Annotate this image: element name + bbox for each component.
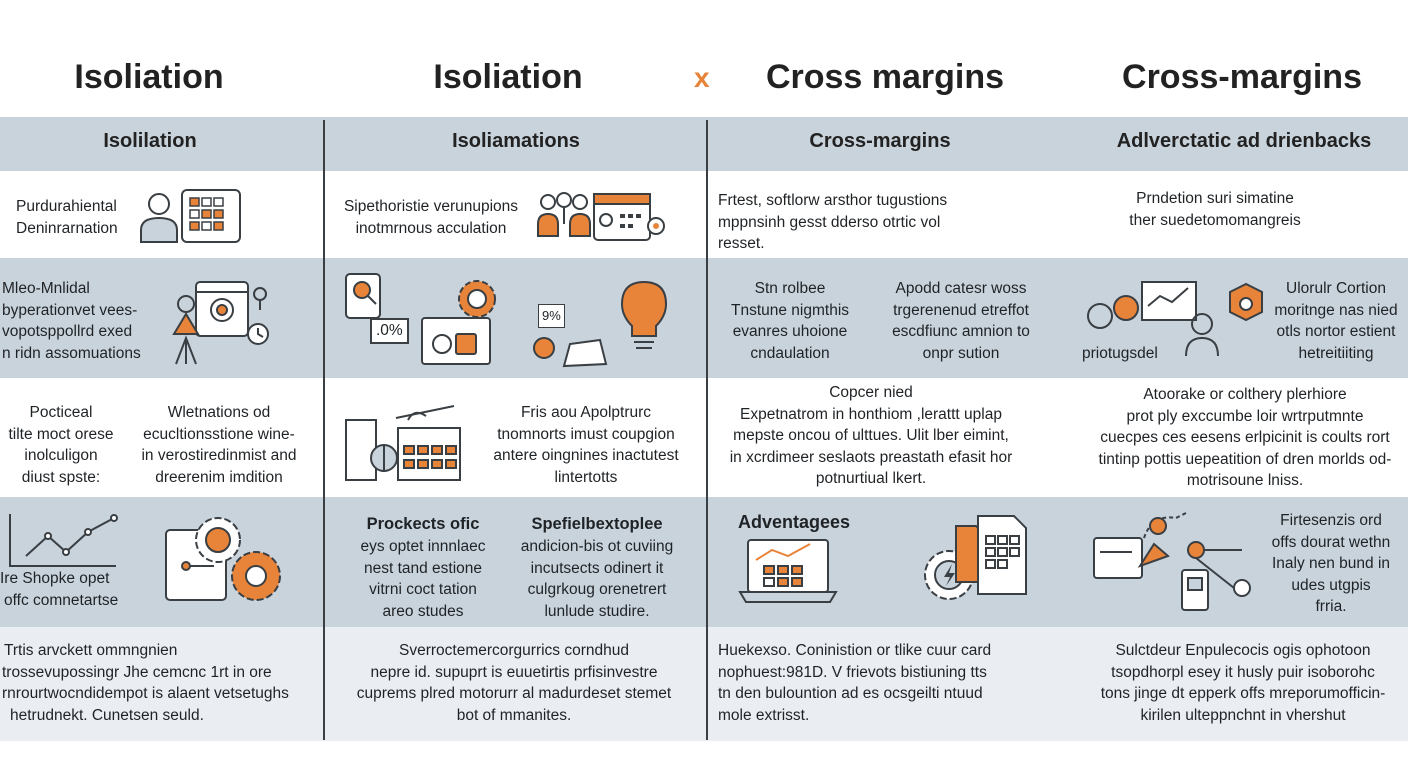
team-icon — [536, 190, 592, 242]
title-col-2: Isoliation — [433, 58, 583, 96]
calendar-magnifier-icon — [344, 402, 462, 484]
separator-x: x — [694, 62, 710, 93]
cell-r5c3: Huekexso. Coninistion or tlike cuur card… — [718, 642, 992, 724]
column-header-1: Isolilation — [103, 130, 197, 152]
cell-r4c2a-title: Prockects ofic — [366, 515, 480, 533]
column-header-3: Cross-margins — [809, 130, 951, 152]
dashboard-icon — [592, 190, 668, 246]
person-icon — [138, 190, 180, 244]
lightbulb-icon — [618, 276, 670, 356]
meeting-icon — [1082, 276, 1232, 356]
title-col-1: Isoliation — [74, 58, 224, 96]
document-grid-icon — [954, 512, 1030, 598]
cell-r4c3-title: Adventagees — [738, 512, 851, 532]
browser-target-icon — [168, 280, 278, 366]
title-col-4: Cross-margins — [1122, 58, 1362, 96]
cell-r4c2b-title: Spefielbextoplee — [531, 515, 663, 533]
magnifier-icon — [344, 272, 384, 322]
gear-icon — [450, 272, 504, 326]
box-icon — [1226, 280, 1266, 324]
column-header-4: Adlverctatic ad drienbacks — [1116, 130, 1372, 152]
column-header-2: Isoliamations — [452, 130, 580, 152]
network-icon — [1092, 508, 1254, 612]
cell-r2c4-label: priotugsdel — [1082, 345, 1158, 362]
column-divider-1 — [323, 120, 325, 740]
column-divider-2 — [706, 120, 708, 740]
row-band-5 — [0, 627, 1408, 741]
laptop-chart-icon — [738, 536, 838, 606]
monitor-icon — [420, 316, 492, 368]
line-chart-icon — [6, 512, 118, 568]
percent-label-2: 9% — [538, 304, 565, 328]
cube-icon — [530, 330, 610, 370]
gear-question-icon — [164, 506, 288, 610]
title-col-3: Cross margins — [765, 58, 1005, 96]
percent-label-1: .0% — [370, 318, 409, 344]
header-band — [0, 117, 1408, 171]
calendar-grid-icon — [180, 188, 242, 244]
